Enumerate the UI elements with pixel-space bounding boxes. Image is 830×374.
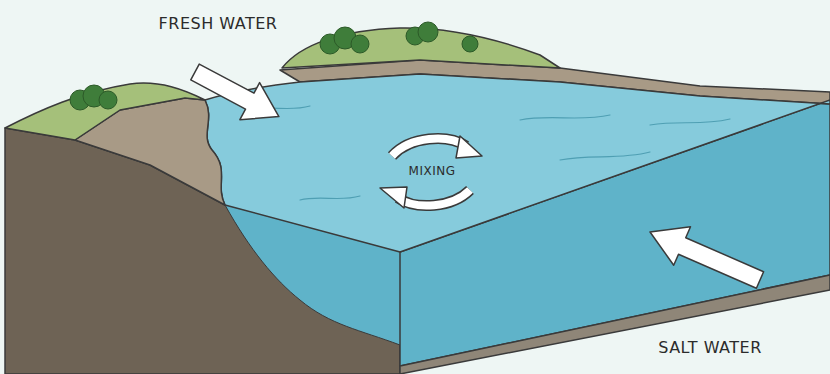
- arrow-shape: [642, 213, 769, 300]
- ripples: [250, 106, 730, 200]
- mixing-arrowhead: [456, 136, 482, 158]
- fresh-water-arrow: [185, 53, 289, 135]
- ripple: [300, 196, 360, 200]
- estuary-block: [5, 28, 830, 374]
- bush: [418, 22, 438, 42]
- water-surface: [205, 74, 830, 252]
- arrow-shape: [185, 53, 289, 135]
- mixing-arrows: [380, 136, 482, 208]
- region-label: FRESH WATER: [159, 14, 278, 33]
- region-label: SALT WATER: [658, 338, 762, 357]
- mixing-arrow: [398, 190, 470, 206]
- salt-water-arrow: [642, 213, 769, 300]
- bush: [99, 91, 117, 109]
- ripple: [560, 152, 650, 160]
- left-grass: [5, 83, 205, 140]
- mixing-arrow-outline: [392, 139, 466, 156]
- mixing-arrow: [392, 139, 466, 156]
- bushes: [70, 22, 478, 110]
- seabed: [400, 275, 830, 374]
- bush: [351, 35, 369, 53]
- ripple: [520, 115, 610, 120]
- bush: [462, 36, 478, 52]
- ripple: [650, 119, 730, 125]
- region-label: MIXING: [409, 164, 456, 178]
- mixing-arrowhead: [380, 187, 407, 208]
- mixing-arrow-outline: [398, 190, 470, 206]
